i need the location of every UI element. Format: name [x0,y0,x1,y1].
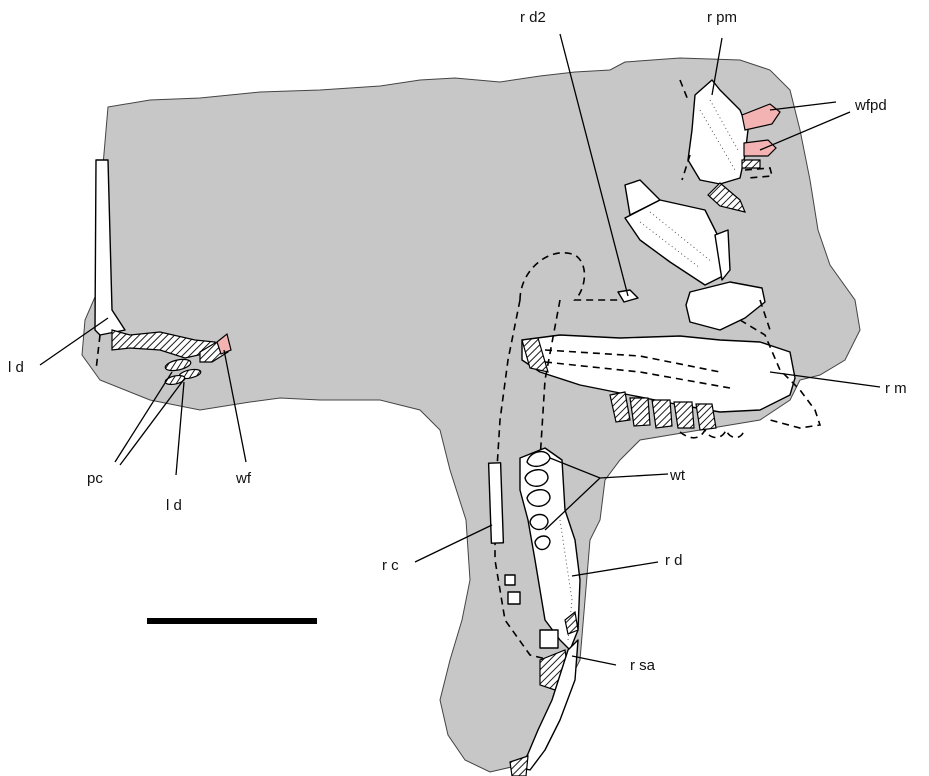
label-rd: r d [665,552,683,569]
label-rd2: r d2 [520,9,546,26]
right-dentary-fragment-2 [508,592,520,604]
label-wt: wt [669,467,686,484]
right-dentary-fragment-1 [505,575,515,585]
premaxilla-tooth-stub [742,160,760,168]
wt-tooth-2 [525,470,548,487]
label-wf: wf [235,470,252,487]
label-wfpd: wfpd [854,97,887,114]
wfpd-tooth-2 [744,140,776,156]
label-rc: r c [382,557,399,574]
right-dentary-fragment-3 [540,630,558,648]
wt-tooth-3 [527,490,550,507]
label-rsa: r sa [630,657,656,674]
label-pc: pc [87,470,103,487]
label-ld-lower: l d [166,497,182,514]
scale-bar [147,618,317,624]
right-canine-bone [489,463,504,543]
wt-tooth-4 [530,515,548,530]
wt-tooth-5 [535,536,550,550]
label-ld-left: l d [8,359,24,376]
label-rpm: r pm [707,9,737,26]
label-rm: r m [885,380,907,397]
